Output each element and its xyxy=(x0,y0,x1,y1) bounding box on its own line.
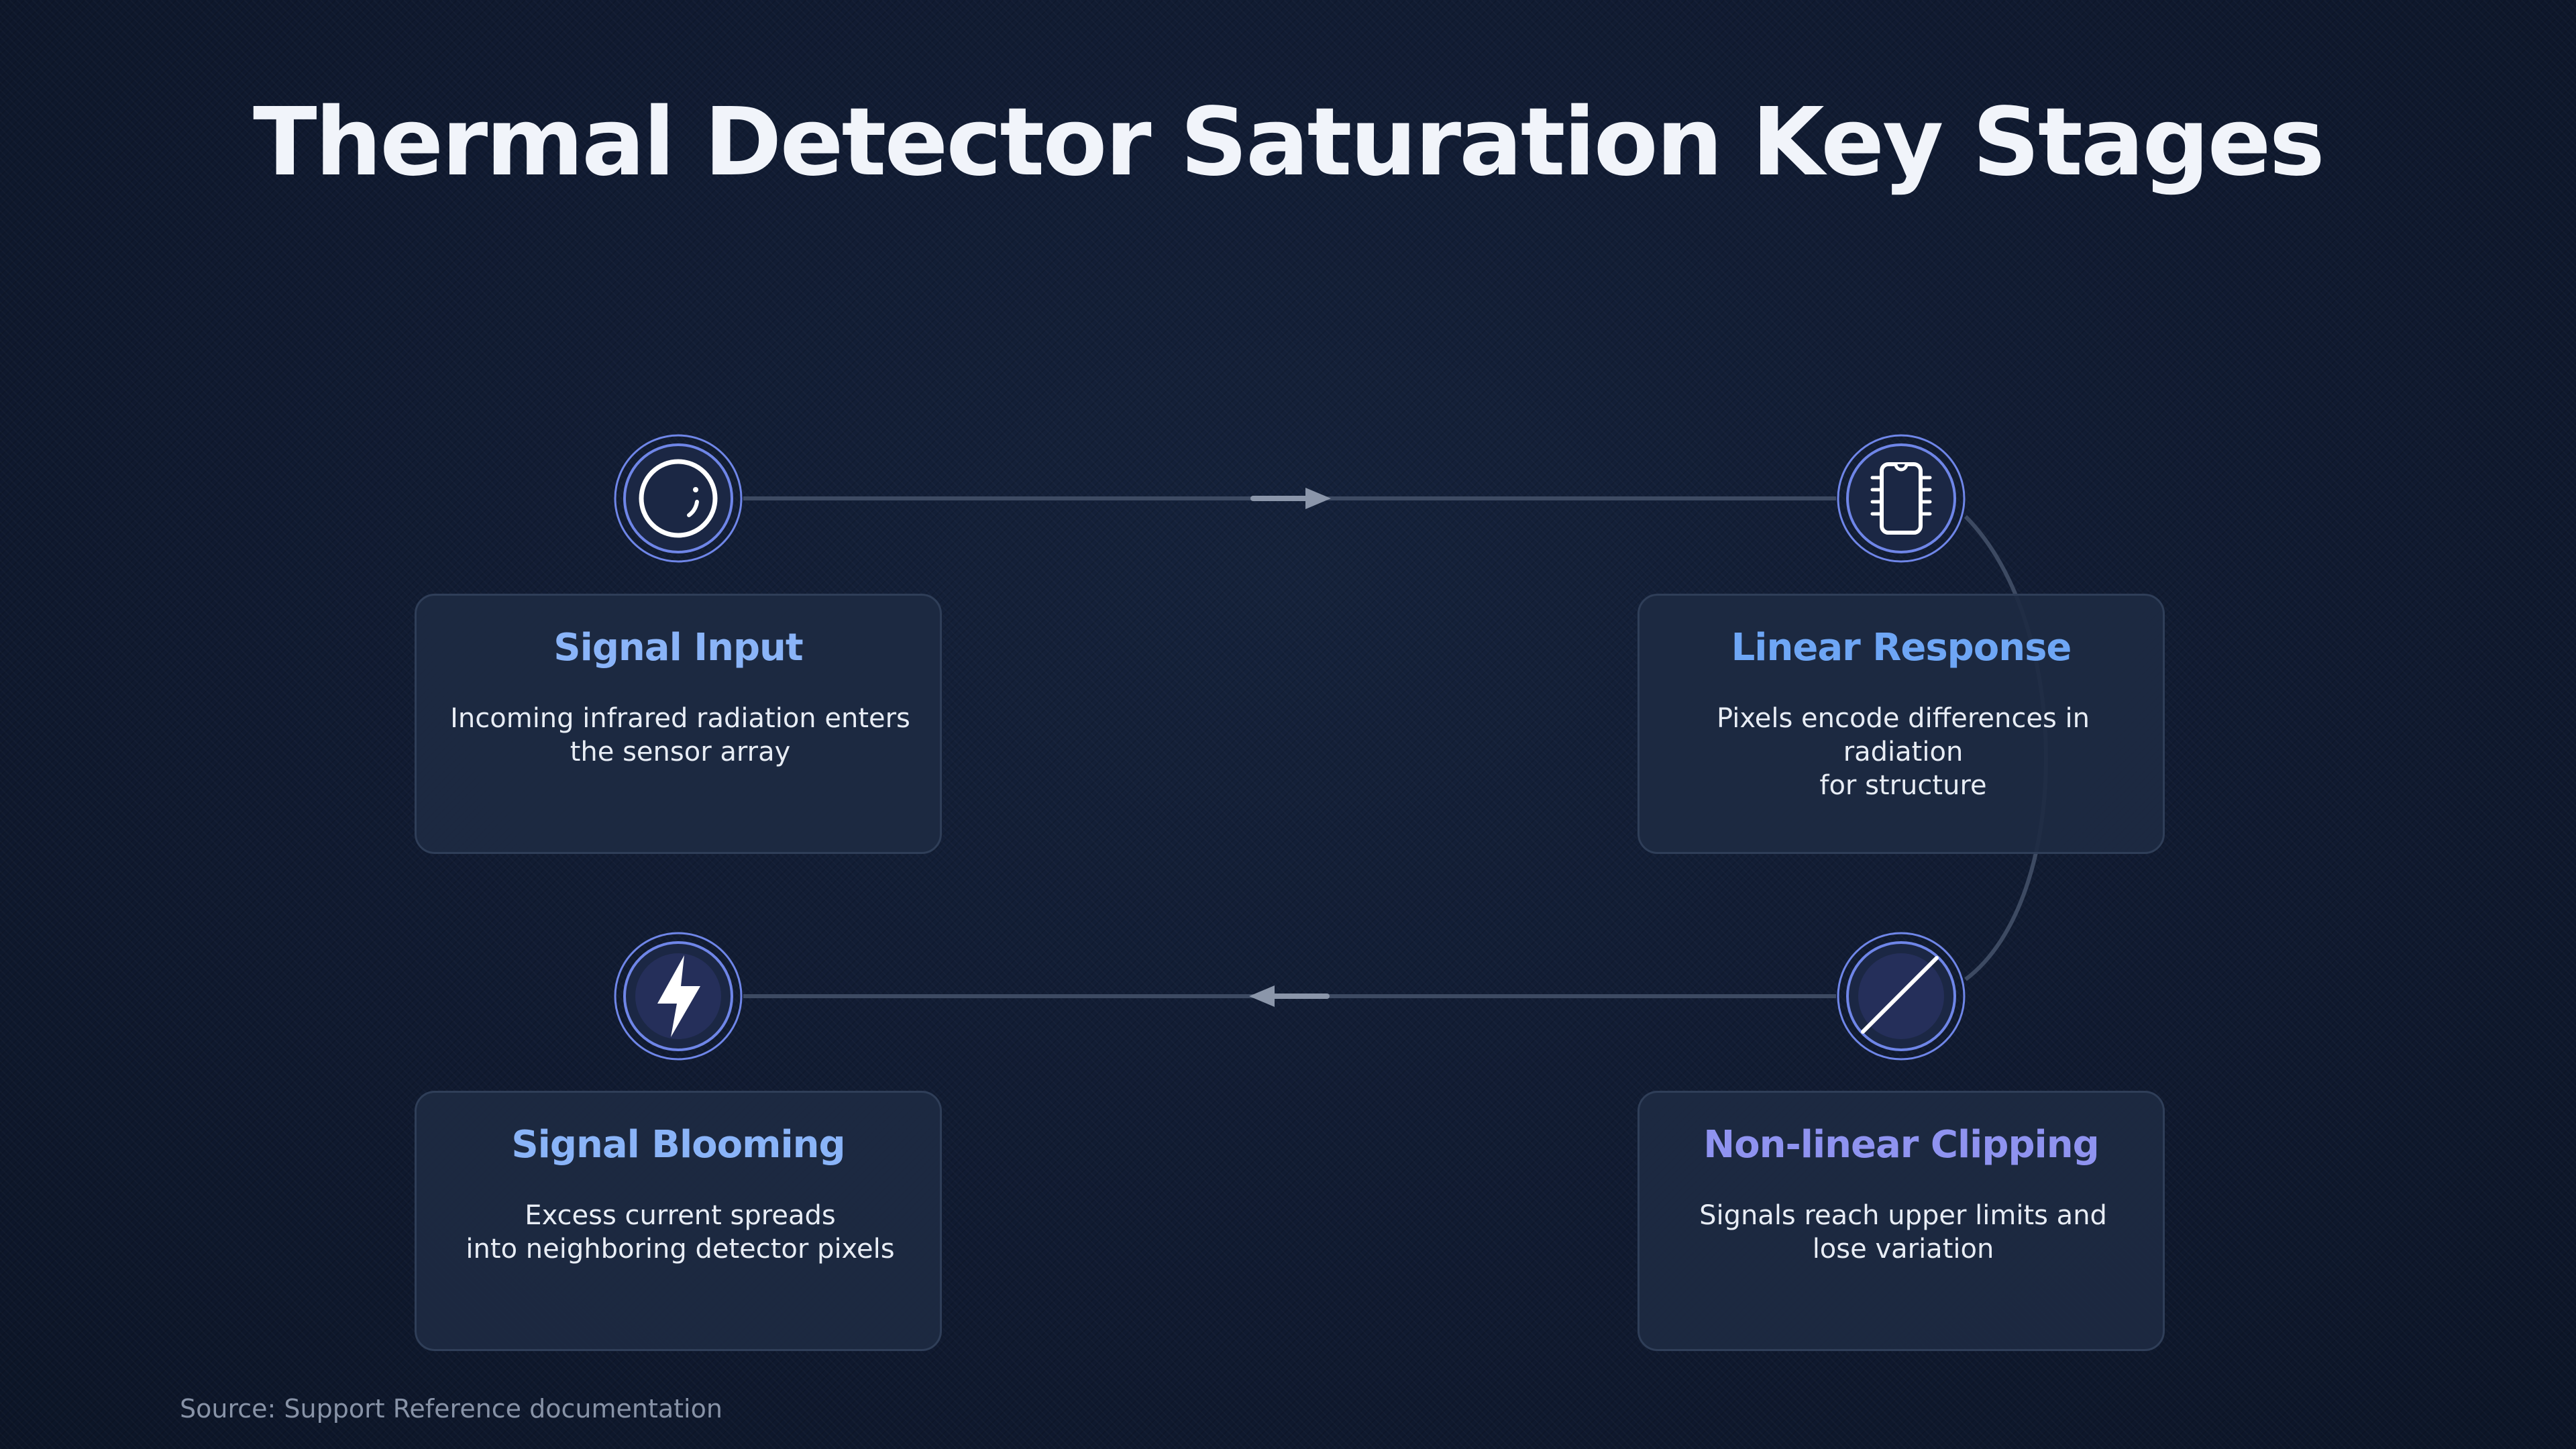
stage-card-linear-response: Linear Response Pixels encode difference… xyxy=(1638,594,2165,854)
stage-description: Incoming infrared radiation enters the s… xyxy=(450,703,910,767)
stage-title: Signal Input xyxy=(553,626,803,669)
stage-node-signal-input xyxy=(613,433,743,564)
lightning-bolt-icon xyxy=(614,932,743,1061)
stage-node-linear-response xyxy=(1836,433,1966,564)
arrow-left-icon xyxy=(1249,985,1275,1007)
stage-title: Linear Response xyxy=(1731,626,2072,669)
stage-description: Pixels encode differences in radiation f… xyxy=(1716,703,2090,801)
slash-icon xyxy=(1837,932,1966,1061)
arrow-right-icon xyxy=(1305,488,1331,509)
sensor-lens-icon xyxy=(614,434,743,563)
stage-card-signal-blooming: Signal Blooming Excess current spreads i… xyxy=(415,1091,942,1351)
stage-node-non-linear-clipping xyxy=(1836,931,1966,1061)
stage-node-signal-blooming xyxy=(613,931,743,1061)
chip-icon xyxy=(1837,434,1966,563)
stage-title: Non-linear Clipping xyxy=(1703,1123,2099,1167)
stage-title: Signal Blooming xyxy=(511,1123,845,1167)
stage-description: Signals reach upper limits and lose vari… xyxy=(1699,1200,2107,1265)
source-note: Source: Support Reference documentation xyxy=(180,1394,722,1424)
page-title: Thermal Detector Saturation Key Stages xyxy=(253,88,2325,197)
stage-card-signal-input: Signal Input Incoming infrared radiation… xyxy=(415,594,942,854)
stage-description: Excess current spreads into neighboring … xyxy=(466,1200,895,1265)
stage-card-non-linear-clipping: Non-linear Clipping Signals reach upper … xyxy=(1638,1091,2165,1351)
